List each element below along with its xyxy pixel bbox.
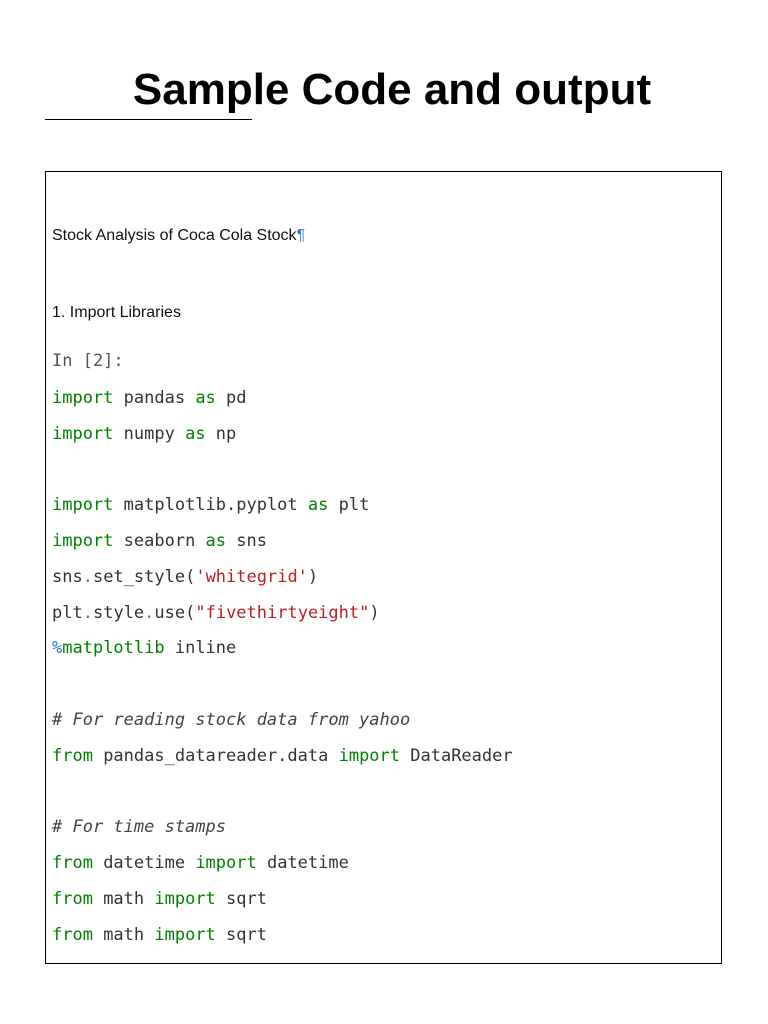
code-line[interactable]: from datetime import datetime	[52, 852, 349, 874]
code-text: datetime	[256, 853, 349, 873]
code-keyword: import	[154, 925, 216, 945]
code-keyword: import	[52, 531, 114, 551]
code-text: style	[92, 603, 145, 623]
notebook-heading-text: Stock Analysis of Coca Cola Stock	[52, 227, 297, 244]
code-keyword: from	[52, 853, 93, 873]
code-keyword: matplotlib	[62, 638, 165, 658]
code-text: use(	[154, 603, 196, 623]
code-keyword: as	[205, 531, 227, 551]
code-keyword: import	[338, 746, 401, 766]
code-line[interactable]: from math import sqrt	[52, 924, 267, 946]
code-text: DataReader	[400, 746, 513, 766]
code-keyword: import	[52, 495, 114, 515]
page-title: Sample Code and output	[132, 65, 652, 114]
code-text: plt	[52, 603, 83, 623]
code-line[interactable]: from math import sqrt	[52, 888, 267, 910]
code-line[interactable]: import pandas as pd	[52, 387, 247, 409]
code-keyword: import	[195, 853, 257, 873]
code-line[interactable]: from pandas_datareader.data import DataR…	[52, 745, 513, 767]
code-text: seaborn	[113, 531, 206, 551]
code-keyword: import	[52, 388, 114, 408]
code-comment[interactable]: # For reading stock data from yahoo	[52, 710, 411, 730]
code-keyword: import	[52, 424, 114, 444]
code-keyword: as	[185, 424, 206, 444]
code-keyword: as	[195, 388, 216, 408]
code-comment[interactable]: # For time stamps	[52, 817, 226, 837]
code-keyword: from	[52, 889, 93, 909]
code-keyword: as	[307, 495, 329, 515]
code-text: plt	[328, 495, 370, 515]
code-line[interactable]: %matplotlib inline	[52, 637, 236, 659]
code-string: 'whitegrid'	[195, 567, 308, 587]
code-text: pandas	[113, 388, 196, 408]
code-text: datetime	[92, 853, 196, 873]
code-line[interactable]: plt.style.use("fivethirtyeight")	[52, 602, 380, 624]
section-heading: 1. Import Libraries	[52, 304, 181, 321]
code-text: numpy	[113, 424, 186, 444]
notebook-heading: Stock Analysis of Coca Cola Stock¶	[52, 226, 305, 246]
code-text: )	[307, 567, 319, 587]
code-text: sns	[52, 567, 83, 587]
code-text: inline	[164, 638, 237, 658]
code-text: sqrt	[215, 889, 267, 909]
notebook-frame	[45, 171, 722, 964]
code-text: sqrt	[215, 925, 267, 945]
code-operator: .	[82, 603, 93, 623]
code-text: pandas_datareader.data	[92, 746, 339, 766]
code-line[interactable]: import matplotlib.pyplot as plt	[52, 494, 369, 516]
code-text: sns	[226, 531, 267, 551]
code-text: np	[205, 424, 237, 444]
code-operator: .	[82, 567, 93, 587]
code-text: matplotlib.pyplot	[113, 495, 308, 515]
code-text: set_style(	[92, 567, 196, 587]
code-line[interactable]: sns.set_style('whitegrid')	[52, 566, 318, 588]
code-text: pd	[215, 388, 247, 408]
code-line[interactable]: import seaborn as sns	[52, 530, 267, 552]
code-keyword: from	[52, 746, 93, 766]
cell-prompt: In [2]:	[52, 351, 124, 371]
code-text: math	[92, 925, 155, 945]
code-line[interactable]: import numpy as np	[52, 423, 236, 445]
code-keyword: from	[52, 925, 93, 945]
code-string: "fivethirtyeight"	[195, 603, 370, 623]
code-operator: .	[144, 603, 155, 623]
code-keyword: import	[154, 889, 216, 909]
code-operator: %	[52, 638, 63, 658]
title-underline	[45, 119, 252, 120]
code-text: math	[92, 889, 155, 909]
pilcrow-anchor-link[interactable]: ¶	[296, 227, 306, 244]
code-text: )	[369, 603, 380, 623]
